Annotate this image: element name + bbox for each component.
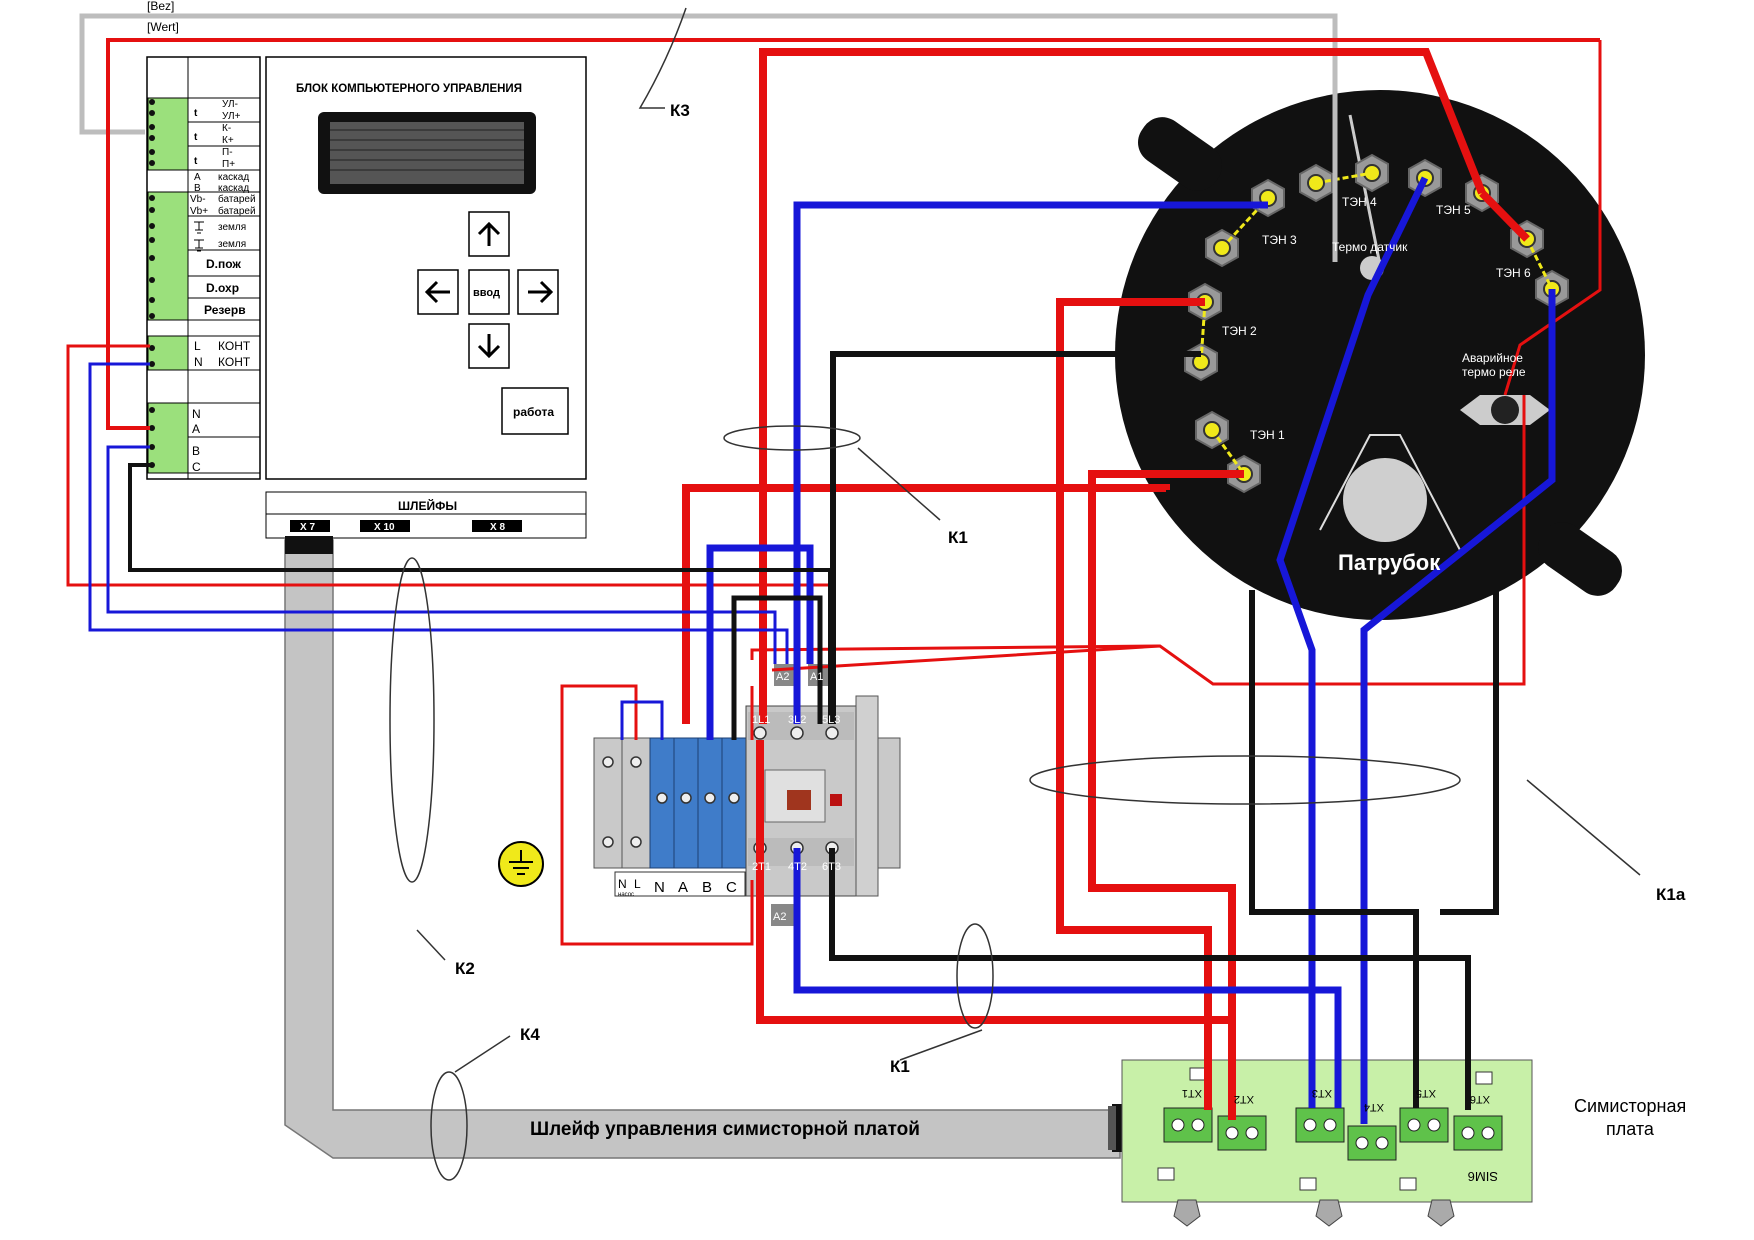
ten3-label: ТЭН 3 [1262, 233, 1297, 247]
k3-label: К3 [670, 101, 690, 120]
l-kont-l: L [194, 339, 201, 353]
arrow-down-icon [477, 334, 501, 359]
x10-label: X 10 [374, 522, 395, 533]
t-label-3: t [194, 156, 198, 167]
flat-cable-label: Шлейф управления симисторной платой [530, 1119, 920, 1140]
rezerv: Резерв [204, 303, 246, 317]
simistor-label-1: Симисторная [1574, 1096, 1686, 1116]
contactor-3l2: 3L2 [788, 714, 806, 726]
d-ohr: D.охр [206, 281, 239, 295]
shleify-title: ШЛЕЙФЫ [398, 498, 457, 513]
b-term: B [192, 444, 200, 458]
nozzle-hole [1343, 458, 1427, 542]
ul-plus: УЛ+ [222, 111, 241, 122]
vb-minus: Vb- [190, 194, 206, 205]
contactor-1l1: 1L1 [752, 714, 770, 726]
zemlya-1: земля [218, 222, 246, 233]
din-bb: B [702, 879, 712, 896]
vb-plus: Vb+ [190, 206, 208, 217]
ten4-label: ТЭН 4 [1342, 195, 1377, 209]
xt5-label: XT5 [1416, 1087, 1436, 1099]
contactor-a2: A2 [776, 671, 789, 683]
kaskad-a: каскад [218, 172, 249, 183]
k1a-label: К1а [1656, 885, 1686, 904]
k4-label: К4 [520, 1025, 540, 1044]
k1-label: К1 [948, 528, 968, 547]
control-unit-title: БЛОК КОМПЬЮТЕРНОГО УПРАВЛЕНИЯ [296, 83, 522, 95]
din-bc: C [726, 879, 737, 896]
n-kont-n: N [194, 355, 203, 369]
termo-sensor-label: Термо датчик [1332, 240, 1408, 254]
k1-label-2: К1 [890, 1057, 910, 1076]
n-term: N [192, 407, 201, 421]
din-nasos: насос [618, 892, 634, 898]
n-kont: КОНТ [218, 355, 251, 369]
x8-label: X 8 [490, 522, 505, 533]
t-label-2: t [194, 132, 198, 143]
contactor-6t3: 6T3 [822, 861, 841, 873]
xt3-label: XT3 [1312, 1087, 1332, 1099]
xt6-label: XT6 [1470, 1093, 1490, 1105]
p-minus: П- [222, 147, 233, 158]
work-button[interactable]: работа [513, 405, 554, 419]
control-unit [146, 56, 587, 480]
arrow-right-icon [528, 280, 554, 304]
ten5-label: ТЭН 5 [1436, 203, 1471, 217]
sim6-label: SIM6 [1468, 1169, 1498, 1184]
ten6-label: ТЭН 6 [1496, 266, 1531, 280]
arrow-left-icon [424, 280, 450, 304]
simistor-label-2: плата [1606, 1119, 1655, 1139]
contactor-4t2: 4T2 [788, 861, 807, 873]
ten2-label: ТЭН 2 [1222, 324, 1257, 338]
contactor-a1: A1 [810, 671, 823, 683]
enter-button[interactable]: ввод [473, 287, 500, 299]
xt1-label: XT1 [1182, 1087, 1202, 1099]
ground-icon [498, 841, 544, 887]
relay-label-2: термо реле [1462, 365, 1526, 379]
din-bn: N [654, 879, 665, 896]
k-minus: К- [222, 123, 231, 134]
shleify-box [265, 491, 587, 539]
contactor-a2-bottom: A2 [773, 911, 786, 923]
c-term: C [192, 460, 201, 474]
l-kont: КОНТ [218, 339, 251, 353]
kaskad-b: каскад [218, 183, 249, 194]
b-label: B [194, 183, 201, 194]
relay-label-1: Аварийное [1462, 351, 1523, 365]
arrow-up-icon [477, 221, 501, 246]
din-ba: A [678, 879, 688, 896]
k2-label: К2 [455, 959, 475, 978]
t-label: t [194, 108, 198, 119]
batarey-2: батарей [218, 205, 256, 217]
xt2-label: XT2 [1234, 1093, 1254, 1105]
xt4-label: XT4 [1364, 1101, 1384, 1113]
k-plus: К+ [222, 135, 234, 146]
din-n: N [618, 877, 627, 891]
label-bez: [Bez] [147, 0, 174, 13]
x7-label: X 7 [300, 522, 315, 533]
a-label: A [194, 172, 201, 183]
zemlya-2: земля [218, 239, 246, 250]
batarey-1: батарей [218, 193, 256, 205]
a-term: A [192, 422, 200, 436]
d-pozh: D.пож [206, 257, 241, 271]
contactor-5l3: 5L3 [822, 714, 840, 726]
ten1-label: ТЭН 1 [1250, 428, 1285, 442]
nozzle-label: Патрубок [1338, 550, 1441, 575]
label-wert: [Wert] [147, 20, 179, 34]
ul-minus: УЛ- [222, 99, 238, 110]
din-l: L [634, 877, 641, 891]
contactor-2t1: 2T1 [752, 861, 771, 873]
p-plus: П+ [222, 159, 235, 170]
simistor-board [1121, 1059, 1533, 1227]
